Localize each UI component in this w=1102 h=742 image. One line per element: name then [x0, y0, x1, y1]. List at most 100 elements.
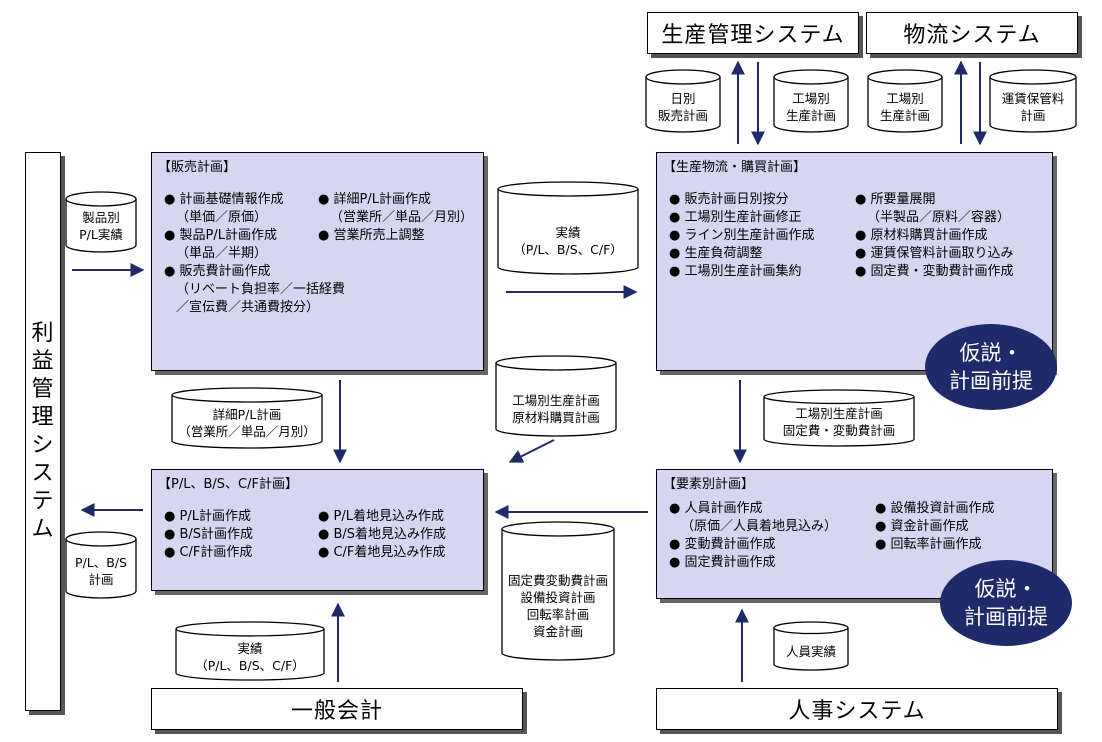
- plan-item: ● B/S着地見込み作成: [318, 527, 447, 542]
- db-line: 人員実績: [785, 643, 836, 659]
- profit-system-char: テ: [31, 488, 55, 514]
- plan-item: ● 所要量展開: [855, 192, 936, 207]
- db-line: （営業所／単品／月別）: [178, 424, 316, 439]
- cylinder-element-plans: [501, 521, 615, 661]
- cylinder-hr-actual: [773, 621, 849, 671]
- plan-item-detail: ／宣伝費／共通費按分）: [176, 300, 320, 315]
- profit-system-char: シ: [31, 432, 55, 458]
- accounting-label: 一般会計: [290, 699, 383, 724]
- cylinder-product-pl: [65, 191, 137, 253]
- plan-item: ● 計画基礎情報作成: [164, 192, 284, 207]
- profit-management-system: 利益管理システム: [25, 152, 61, 711]
- badge-line1: 仮説・: [959, 341, 1023, 365]
- plan-item: ● 販売計画日別按分: [669, 192, 789, 207]
- plan-item-detail: （単価／原価）: [176, 210, 268, 225]
- db-line: （P/L、B/S、C/F）: [195, 658, 305, 673]
- db-line: 運賃保管料: [1001, 91, 1065, 106]
- financial-plan-title: 【P/L、B/S、C/F計画】: [158, 477, 298, 492]
- arrow-material-to-financial: [508, 439, 555, 463]
- plan-item: ● 原材料購買計画作成: [855, 228, 988, 243]
- db-actual-center: 実績 （P/L、B/S、C/F）: [498, 212, 638, 270]
- sales-plan-title: 【販売計画】: [158, 160, 237, 175]
- db-detail-pl-plan: 詳細P/L計画 （営業所／単品／月別）: [172, 400, 322, 446]
- element-plan-title: 【要素別計画】: [663, 477, 755, 492]
- financial-plan-col1: ● P/L計画作成 ● B/S計画作成 ● C/F計画作成: [164, 508, 253, 562]
- cylinder-factory-material: [495, 355, 617, 437]
- cylinder-freight: [989, 69, 1077, 133]
- plan-item: ● 変動費計画作成: [669, 537, 776, 552]
- plan-item-detail: （単品／半期）: [176, 246, 268, 261]
- plan-item: ● 資金計画作成: [875, 519, 969, 534]
- db-line: 製品別: [82, 210, 120, 225]
- db-line: 固定費・変動費計画: [782, 423, 896, 438]
- badge-line2: 計画前提: [964, 605, 1048, 629]
- badge-line2: 計画前提: [949, 369, 1033, 393]
- db-pl-bs-plan: P/L、B/S 計画: [66, 546, 136, 596]
- hr-system: 人事システム: [656, 688, 1058, 730]
- element-plan-col1: ● 人員計画作成 （原価／人員着地見込み） ● 変動費計画作成 ● 固定費計画作成: [669, 500, 837, 572]
- db-line: 工場別生産計画: [512, 393, 600, 408]
- db-element-plans: 固定費変動費計画 設備投資計画 回転率計画 資金計画: [502, 556, 614, 656]
- plan-item: ● 固定費計画作成: [669, 555, 776, 570]
- plan-item: ● 製品P/L計画作成: [164, 228, 277, 243]
- cylinder-factory-prod-b: [867, 69, 943, 133]
- plan-item: ● 設備投資計画作成: [875, 501, 995, 516]
- plan-item: ● P/L着地見込み作成: [318, 509, 444, 524]
- plan-item: ● C/F計画作成: [164, 545, 253, 560]
- plan-item: ● 生産負荷調整: [669, 246, 763, 261]
- db-line: 工場別生産計画: [795, 406, 883, 421]
- financial-plan-box: 【P/L、B/S、C/F計画】 ● P/L計画作成 ● B/S計画作成 ● C/F計…: [151, 469, 484, 591]
- db-line: 工場別: [886, 91, 924, 106]
- db-daily-sales-plan: 日別 販売計画: [648, 82, 718, 132]
- db-line: P/L実績: [79, 227, 123, 242]
- plan-item: ● 運賃保管料計画取り込み: [855, 246, 1014, 261]
- plan-item: ● C/F着地見込み作成: [318, 545, 446, 560]
- plan-item-detail: （半製品／原料／容器）: [867, 210, 1011, 225]
- cylinder-factory-prod-a: [773, 69, 849, 133]
- badge-line1: 仮説・: [974, 577, 1038, 601]
- plan-item: ● B/S計画作成: [164, 527, 254, 542]
- plan-item: ● 工場別生産計画集約: [669, 264, 802, 279]
- db-line: 詳細P/L計画: [212, 407, 282, 422]
- flow-arrows: [72, 60, 987, 682]
- db-line: 日別: [670, 91, 696, 106]
- cylinder-actual-center: [497, 181, 639, 275]
- db-factory-production-plan-a: 工場別 生産計画: [774, 82, 848, 132]
- db-freight-storage-plan: 運賃保管料 計画: [990, 82, 1076, 132]
- plan-item: ● 回転率計画作成: [875, 537, 982, 552]
- db-line: 計画: [88, 572, 114, 587]
- cylinder-detail-pl: [171, 387, 323, 449]
- production-plan-title: 【生産物流・購買計画】: [663, 160, 807, 175]
- production-plan-col2: ● 所要量展開 （半製品／原料／容器） ● 原材料購買計画作成 ● 運賃保管料計画取り…: [855, 191, 1013, 281]
- plan-item: ● P/L計画作成: [164, 509, 251, 524]
- logistics-system: 物流システム: [866, 12, 1078, 54]
- db-line: 実績: [555, 225, 581, 240]
- production-system-label: 生産管理システム: [661, 23, 845, 48]
- profit-system-char: 利: [31, 320, 55, 346]
- sales-plan-box: 【販売計画】 ● 計画基礎情報作成 （単価／原価） ● 製品P/L計画作成 （単品／半…: [151, 152, 484, 371]
- cylinder-actual-bottom: [175, 621, 325, 681]
- logistics-system-label: 物流システム: [903, 23, 1041, 48]
- cylinder-daily-sales: [645, 69, 721, 133]
- plan-item-detail: （原価／人員着地見込み）: [681, 519, 838, 534]
- plan-item: ● 工場別生産計画修正: [669, 210, 802, 225]
- plan-item-detail: （リベート負担率／一括経費: [176, 282, 346, 297]
- database-shapes: [65, 69, 1077, 681]
- db-line: 工場別: [792, 91, 830, 106]
- profit-system-char: ム: [31, 516, 55, 542]
- db-product-pl-actual: 製品別 P/L実績: [66, 202, 136, 250]
- sales-plan-col2: ● 詳細P/L計画作成（営業所／単品／月別）● 営業所売上調整: [318, 191, 473, 245]
- plan-item: ● 人員計画作成: [669, 501, 763, 516]
- plan-item-detail: （営業所／単品／月別）: [330, 210, 474, 225]
- db-line: 原材料購買計画: [512, 410, 600, 425]
- db-line: 計画: [1020, 108, 1046, 123]
- db-factory-production-plan-b: 工場別 生産計画: [868, 82, 942, 132]
- profit-system-char: 益: [31, 348, 55, 374]
- cylinder-factory-fixed: [763, 389, 915, 447]
- hypothesis-badge-production: 仮説・ 計画前提: [925, 324, 1057, 410]
- db-line: 生産計画: [879, 108, 930, 123]
- db-line: 実績: [237, 641, 263, 656]
- db-line: P/L、B/S: [75, 555, 127, 570]
